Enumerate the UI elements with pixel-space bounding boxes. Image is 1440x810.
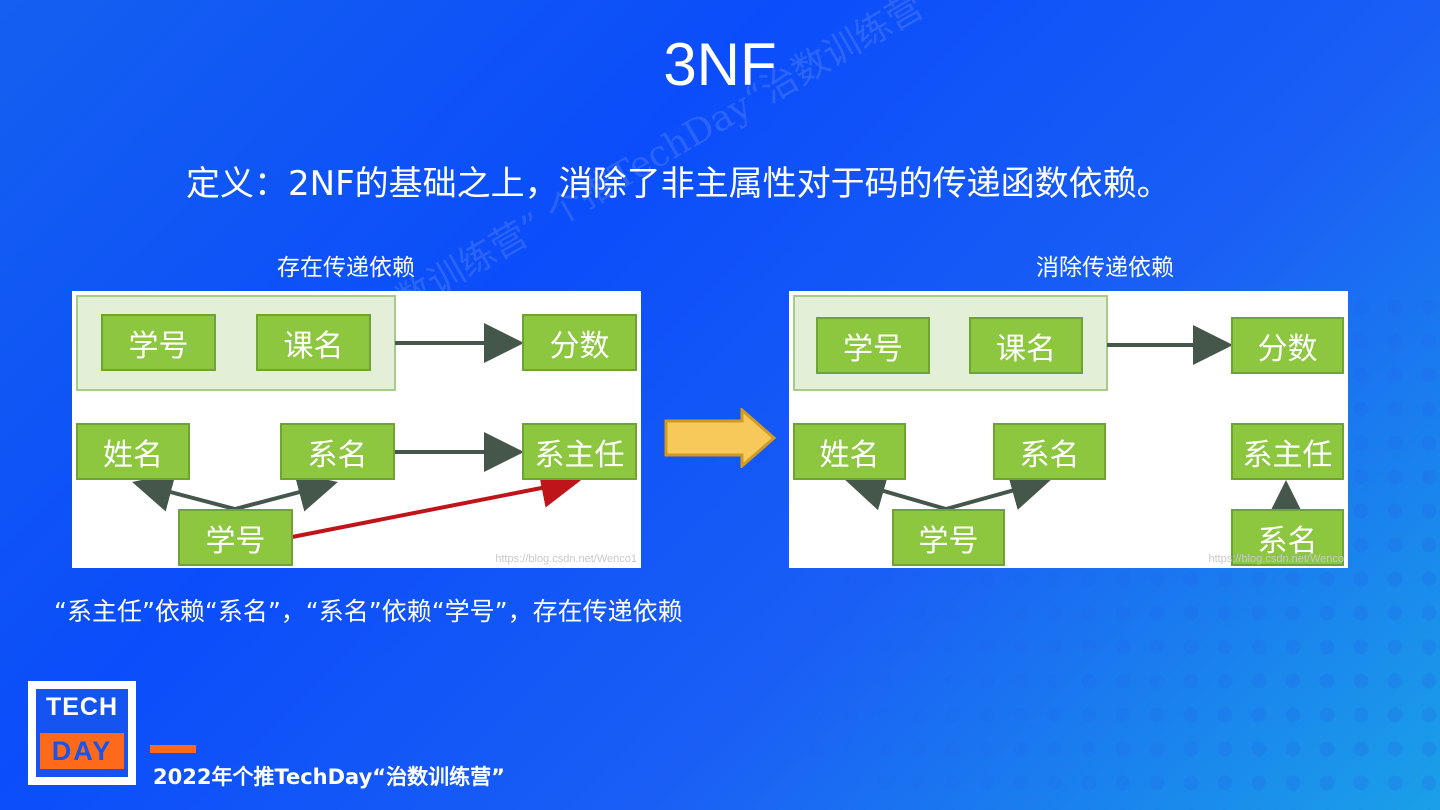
node-dept-name: 系名: [993, 423, 1106, 480]
accent-bar: [150, 745, 196, 753]
left-diagram-arrows: [132, 323, 581, 539]
node-dept-head: 系主任: [522, 423, 637, 480]
left-diagram: 学号 课名 分数 姓名 系名 系主任 学号 https://blog.csdn.…: [72, 291, 641, 568]
arrow-id-to-depthead-transitive: [291, 468, 581, 539]
right-diagram-caption: 消除传递依赖: [1036, 255, 1174, 281]
arrow-id-to-name: [132, 472, 236, 512]
explanation-note: “系主任”依赖“系名”，“系名”依赖“学号”，存在传递依赖: [54, 597, 683, 626]
slide-title: 3NF: [663, 31, 777, 98]
techday-logo: TECH DAY: [28, 681, 136, 785]
left-diagram-caption: 存在传递依赖: [277, 255, 415, 281]
right-diagram-watermark: https://blog.csdn.net/Wenco: [1208, 553, 1344, 565]
left-diagram-watermark: https://blog.csdn.net/Wenco1: [495, 553, 637, 565]
node-score: 分数: [1231, 317, 1344, 374]
arrow-id-to-deptname: [945, 471, 1051, 511]
logo-tech-text: TECH: [45, 693, 119, 721]
right-diagram: 学号 课名 分数 姓名 系名 系主任 学号 系名 https://blog.cs…: [789, 291, 1348, 568]
node-student-id: 学号: [101, 314, 216, 371]
node-course-name: 课名: [256, 314, 371, 371]
node-student-id-bottom: 学号: [178, 509, 293, 566]
node-dept-name-bottom: 系名: [1231, 509, 1344, 566]
node-student-id: 学号: [816, 317, 930, 374]
logo-day-text: DAY: [40, 733, 124, 769]
node-dept-name: 系名: [280, 423, 395, 480]
node-course-name: 课名: [969, 317, 1083, 374]
node-score: 分数: [522, 314, 637, 371]
node-dept-head: 系主任: [1231, 423, 1344, 480]
footer-event-name: 2022年个推TechDay“治数训练营”: [153, 765, 505, 789]
definition-text: 定义：2NF的基础之上，消除了非主属性对于码的传递函数依赖。: [186, 164, 1171, 204]
node-name: 姓名: [76, 423, 190, 480]
arrow-id-to-name: [845, 471, 947, 511]
node-name: 姓名: [793, 423, 906, 480]
node-student-id-bottom: 学号: [892, 509, 1005, 566]
right-arrow-icon: [664, 408, 777, 468]
arrow-id-to-deptname: [234, 472, 338, 512]
right-diagram-arrows: [845, 325, 1306, 520]
